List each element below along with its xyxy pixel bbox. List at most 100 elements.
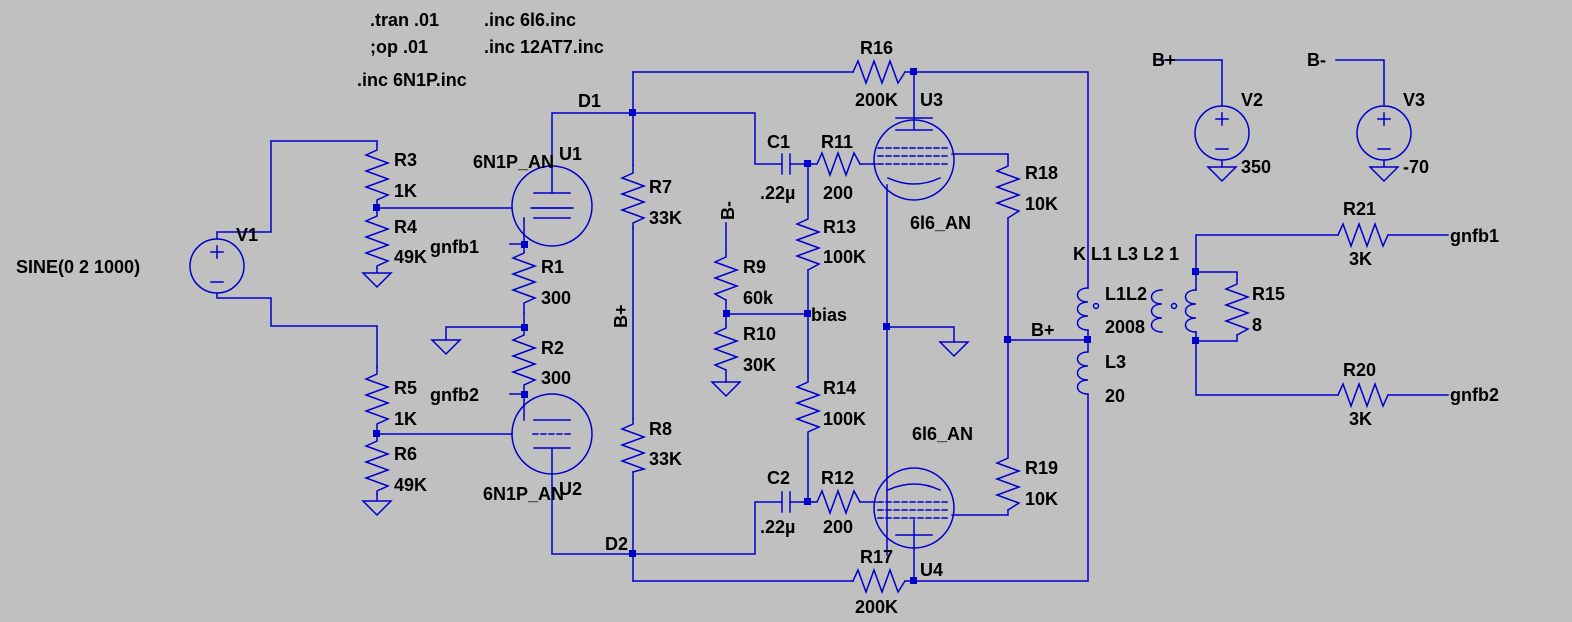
r3-value: 1K (394, 181, 417, 201)
wire-r16 (632, 71, 1089, 289)
r1-name: R1 (541, 257, 564, 277)
capacitors[interactable] (781, 153, 791, 513)
u3-name: U3 (920, 90, 943, 110)
wire-u2-plate (551, 447, 634, 555)
resistor-r9 (712, 249, 740, 302)
r16-name: R16 (860, 38, 893, 58)
wires (216, 59, 1449, 582)
resistor-r1 (510, 243, 538, 314)
resistor-r7 (619, 164, 647, 229)
r21-value: 3K (1349, 249, 1372, 269)
r19-value: 10K (1025, 489, 1058, 509)
resistor-r5 (363, 366, 391, 435)
net-gnfb2-output: gnfb2 (1450, 385, 1499, 405)
c2-value: .22µ (760, 517, 795, 537)
r8-name: R8 (649, 419, 672, 439)
resistor-r20 (1337, 381, 1389, 409)
net-bminus-column: B- (718, 201, 738, 220)
r7-value: 33K (649, 208, 682, 228)
net-bplus-center: B+ (1031, 320, 1055, 340)
wire-d1-to-c1 (632, 112, 783, 165)
r6-value: 49K (394, 475, 427, 495)
resistor-r6 (363, 433, 391, 495)
ground-r10 (710, 381, 742, 398)
r18-name: R18 (1025, 163, 1058, 183)
net-gnfb1-input: gnfb1 (430, 237, 479, 257)
resistor-r14 (794, 371, 822, 441)
transformer-primary[interactable] (1076, 287, 1100, 407)
inductor-l2 (1184, 289, 1197, 333)
l3-name: L3 (1105, 352, 1126, 372)
u4-model: 6l6_AN (912, 424, 973, 444)
v2-value: 350 (1241, 157, 1271, 177)
wire-center-ground (445, 326, 525, 341)
r9-name: R9 (743, 257, 766, 277)
wire-r15-top (1195, 271, 1238, 281)
inductor-l3 (1076, 339, 1089, 407)
resistor-r3 (363, 144, 391, 209)
transformer-secondary[interactable] (1150, 289, 1197, 333)
v2-name: V2 (1241, 90, 1263, 110)
coupling-directive: K L1 L3 L2 1 (1073, 244, 1179, 264)
v3-value: -70 (1403, 157, 1429, 177)
r11-value: 200 (823, 183, 853, 203)
wire-cathode-ground (886, 326, 955, 343)
r9-value: 60k (743, 288, 774, 308)
r13-name: R13 (823, 217, 856, 237)
r1-value: 300 (541, 288, 571, 308)
resistor-r10 (712, 324, 740, 371)
r2-value: 300 (541, 368, 571, 388)
tube-u1[interactable] (511, 165, 593, 247)
tube-u2[interactable] (511, 393, 593, 475)
resistors[interactable] (363, 58, 1389, 595)
l1l2-name: L1L2 (1105, 284, 1147, 304)
resistor-r11 (812, 150, 862, 178)
supply-v3[interactable] (1356, 105, 1412, 183)
r12-name: R12 (821, 468, 854, 488)
r20-value: 3K (1349, 409, 1372, 429)
directive-inc-12at7: .inc 12AT7.inc (484, 37, 604, 57)
r16-value: 200K (855, 90, 898, 110)
r2-name: R2 (541, 338, 564, 358)
capacitor-c2 (781, 491, 791, 513)
resistor-r13 (794, 213, 822, 272)
wire-v2 (1159, 59, 1223, 107)
net-bplus-column: B+ (611, 304, 631, 328)
wire-secondary-top (1195, 234, 1339, 291)
r14-name: R14 (823, 378, 856, 398)
r5-name: R5 (394, 378, 417, 398)
c2-name: C2 (767, 468, 790, 488)
r8-value: 33K (649, 449, 682, 469)
wire-d2-to-c2 (632, 501, 783, 555)
supply-v2[interactable] (1194, 105, 1250, 183)
r12-value: 200 (823, 517, 853, 537)
resistor-r15 (1223, 279, 1251, 337)
ground-cathode-mid (430, 339, 462, 356)
resistor-r8 (619, 417, 647, 473)
r3-name: R3 (394, 150, 417, 170)
r17-value: 200K (855, 597, 898, 617)
r13-value: 100K (823, 247, 866, 267)
wire-r15-bottom (1195, 334, 1238, 342)
tube-u3[interactable] (873, 117, 955, 201)
r15-name: R15 (1252, 284, 1285, 304)
wire-v3 (1335, 59, 1385, 107)
resistor-r2 (510, 326, 538, 395)
wire-r17 (632, 405, 1089, 582)
r15-value: 8 (1252, 315, 1262, 335)
source-v1[interactable] (189, 238, 245, 294)
v3-net: B- (1307, 50, 1326, 70)
r7-name: R7 (649, 177, 672, 197)
tube-u4[interactable] (873, 467, 955, 549)
resistor-r18 (994, 157, 1022, 220)
directive-inc-6n1p: .inc 6N1P.inc (357, 70, 467, 90)
u1-model: 6N1P_AN (473, 152, 554, 172)
directive-tran: .tran .01 (370, 10, 439, 30)
r5-value: 1K (394, 409, 417, 429)
wire-secondary-bottom (1195, 331, 1339, 396)
u2-name: U2 (559, 479, 582, 499)
v3-name: V3 (1403, 90, 1425, 110)
ground-output-cathodes (938, 341, 970, 358)
r4-name: R4 (394, 217, 417, 237)
